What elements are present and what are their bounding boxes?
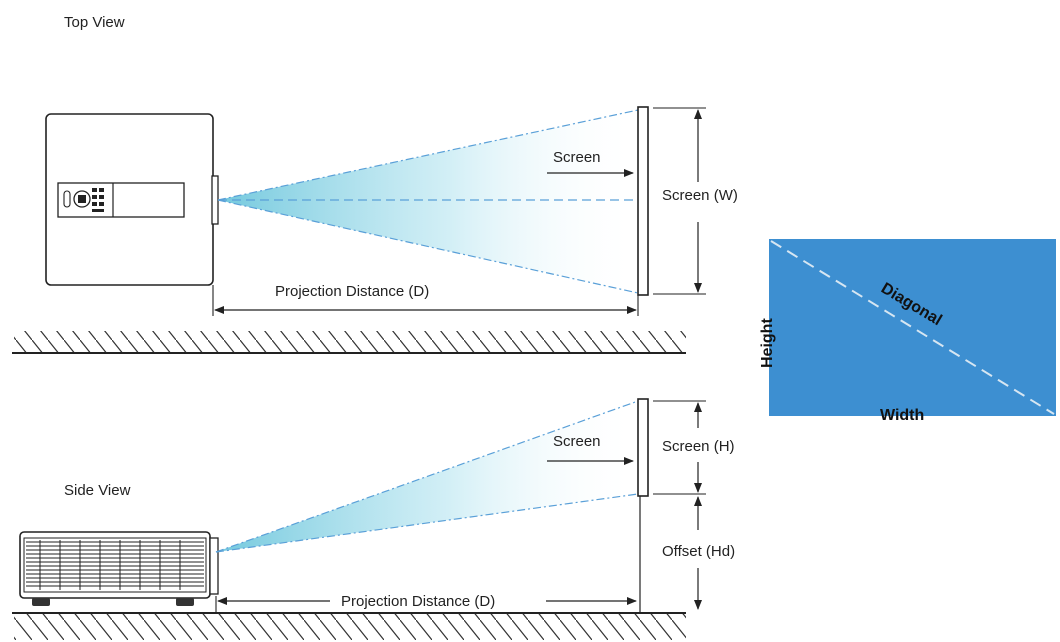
- screen-height-label: Screen (H): [662, 438, 735, 455]
- control-panel-icon: [63, 188, 104, 212]
- top-view-title: Top View: [64, 14, 125, 31]
- projection-beam-top: [218, 110, 638, 293]
- screen-top-view: [637, 106, 649, 296]
- screen-width-dimension: [653, 107, 706, 295]
- beam-edge-top-lower: [217, 199, 639, 294]
- ground-side-view: [12, 612, 686, 640]
- width-label: Width: [880, 407, 924, 424]
- projector-top-view: [45, 113, 219, 286]
- screen-width-label: Screen (W): [662, 187, 738, 204]
- projection-distance-side-label: Projection Distance (D): [341, 593, 495, 610]
- height-label: Height: [759, 318, 776, 368]
- screen-height-dimension: [653, 400, 706, 495]
- beam-edge-side-lower: [215, 493, 639, 553]
- diagonal-line: [770, 240, 1055, 415]
- side-view-title: Side View: [64, 482, 131, 499]
- projection-distance-top-label: Projection Distance (D): [275, 283, 429, 300]
- projection-distance-top-dimension: [212, 285, 639, 316]
- screen-side-view: [637, 398, 649, 497]
- projection-distance-side-dimension: [215, 596, 637, 612]
- top-screen-label: Screen: [553, 149, 601, 166]
- projector-side-view: [19, 531, 219, 606]
- screen-dimension-diagram: [769, 239, 1056, 416]
- screen-rectangle: [769, 239, 1056, 416]
- beam-edge-side-upper: [215, 400, 639, 553]
- side-screen-label: Screen: [553, 433, 601, 450]
- offset-label: Offset (Hd): [662, 543, 735, 560]
- ground-top-view: [12, 331, 686, 354]
- beam-edge-top-upper: [217, 109, 639, 201]
